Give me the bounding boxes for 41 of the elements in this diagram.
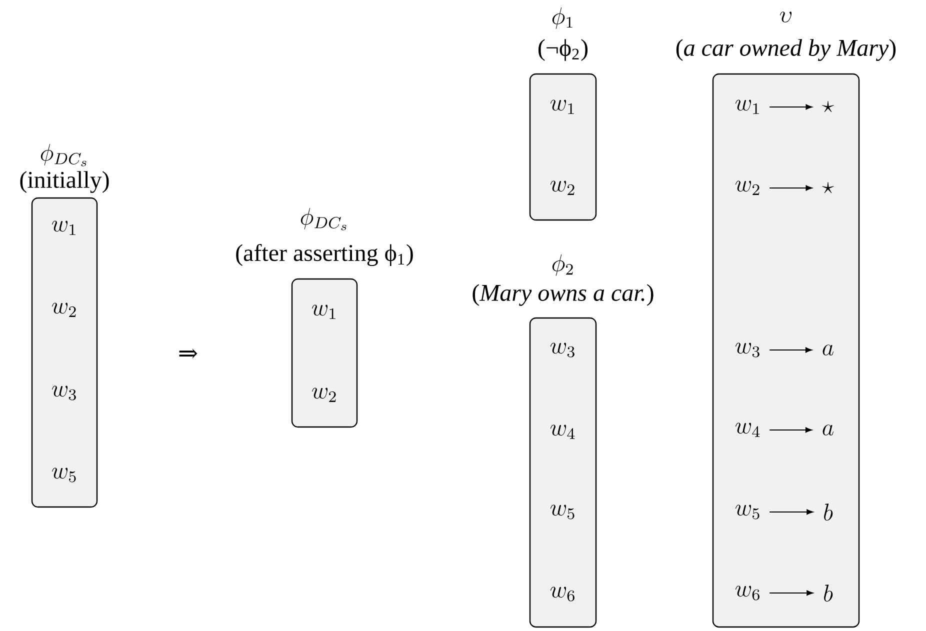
world-label: $w_2$ [52,302,76,317]
world-label: $w_2$ [736,180,760,195]
world-label: $w_5$ [52,468,76,482]
world-label: $w_5$ [736,504,760,520]
arrow [769,185,812,191]
arrow [769,104,812,110]
world-label: $\star$ [822,182,834,194]
world-label: $w_1$ [312,304,336,319]
implies-sign: ⇒ [179,348,198,358]
set-caption: (a car owned by Mary) [676,39,896,61]
arrow [769,427,812,433]
world-label: $\star$ [822,101,834,112]
world-label: $w_1$ [550,100,574,114]
world-label: $w_4$ [550,424,575,439]
world-label: $w_5$ [550,504,574,520]
world-label: $w_3$ [550,342,574,358]
set-caption: (initially) [20,171,109,193]
set-caption: (after asserting ϕ$_{1}$) [236,244,413,266]
world-label: $w_1$ [736,100,759,114]
world-label: $w_1$ [52,220,76,235]
world-label: $a$ [822,424,834,436]
world-label: $w_2$ [312,388,336,402]
world-label: $w_4$ [736,422,760,437]
set-caption: (Mary owns a car.) [472,284,654,306]
world-label: $w_6$ [550,586,574,602]
set-symbol: $\phi_1$ [552,7,572,29]
arrow [769,590,814,596]
set-symbol: $\upsilon$ [780,12,792,22]
set-symbol: $\phi_{DC_s}$ [300,208,346,230]
world-label: $a$ [822,344,834,356]
set-symbol: $\phi_2$ [552,254,573,276]
world-label: $w_3$ [52,386,76,400]
arrow [769,509,814,515]
world-label: $w_2$ [550,180,574,195]
world-label: $b$ [824,504,833,521]
arrow [769,347,812,353]
world-label: $b$ [824,584,833,602]
world-label: $w_6$ [736,586,760,600]
set-caption: (¬ϕ$_{2}$) [538,39,588,61]
world-label: $w_3$ [736,342,760,358]
set-symbol: $\phi_{DC_s}$ [40,144,86,166]
